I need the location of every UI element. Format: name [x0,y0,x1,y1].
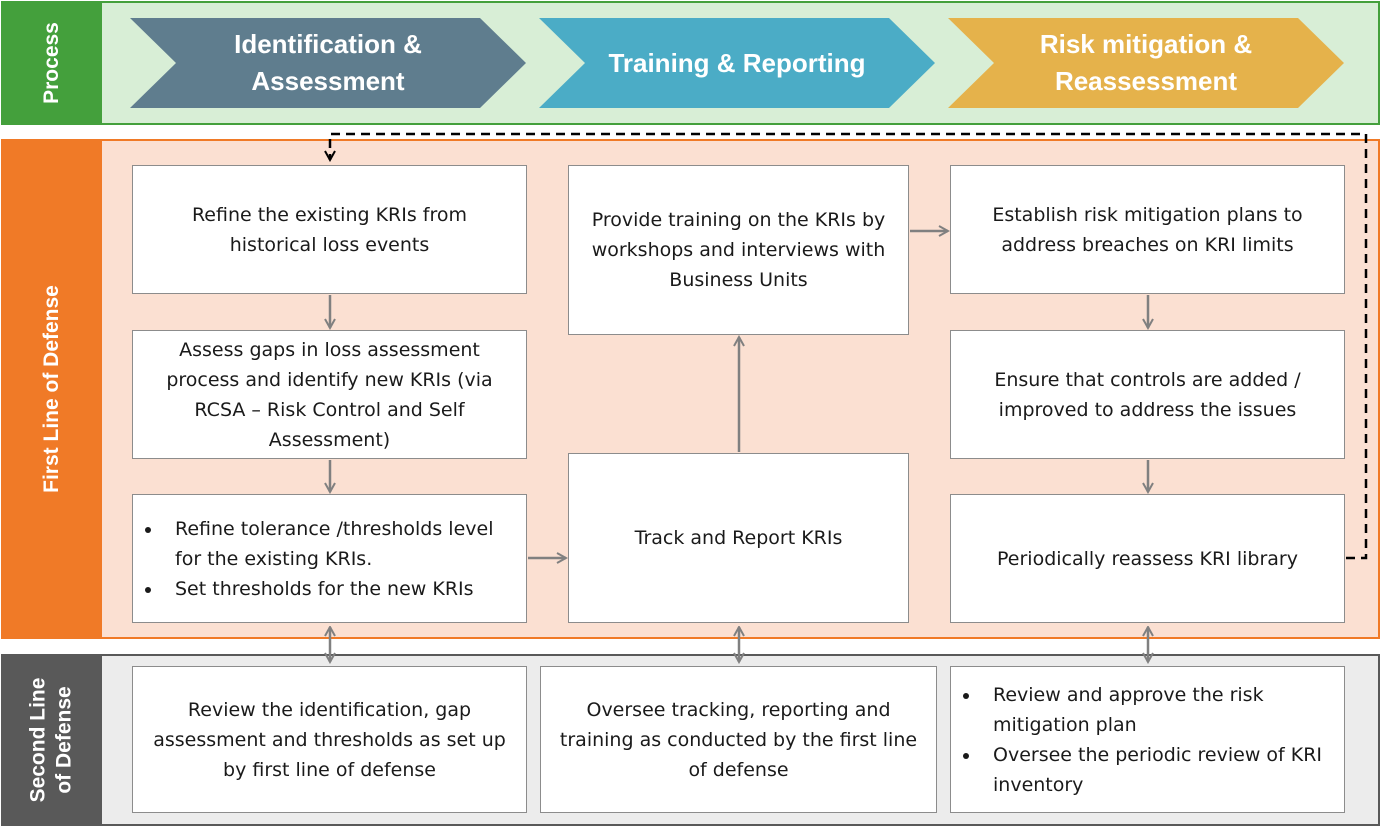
assess-gaps-text: Assess gaps in loss assessment process a… [166,338,493,451]
stage-label-training: Training & Reporting [608,47,866,78]
reassess-library-box: Periodically reassess KRI library [950,494,1345,623]
second-line-band-label-bg: Second Line of Defense [1,654,102,826]
oversee-tracking-box: Oversee tracking, reporting and training… [540,666,937,813]
provide-training-text: Provide training on the KRIs by workshop… [591,209,886,291]
assess-gaps-box: Assess gaps in loss assessment process a… [132,330,527,459]
ensure-controls-box: Ensure that controls are added / improve… [950,330,1345,459]
establish-plans-box: Establish risk mitigation plans to addre… [950,165,1345,294]
establish-plans-text: Establish risk mitigation plans to addre… [992,203,1303,256]
first-line-band-label-bg: First Line of Defense [1,139,102,639]
review-approve-box: Review and approve the risk mitigation p… [950,666,1345,813]
thresholds-list: Refine tolerance /thresholds level for t… [133,514,512,604]
review-identification-box: Review the identification, gap assessmen… [132,666,527,813]
thresholds-item: Refine tolerance /thresholds level for t… [163,514,512,574]
track-report-box: Track and Report KRIs [568,453,909,623]
refine-existing-kris-text: Refine the existing KRIs from historical… [191,203,468,256]
first-line-label: First Line of Defense [39,285,63,493]
refine-existing-kris-box: Refine the existing KRIs from historical… [132,165,527,294]
stage-label-identification: Identification & Assessment [234,29,422,96]
reassess-library-text: Periodically reassess KRI library [997,547,1298,570]
process-band-label-bg: Process [1,1,102,125]
review-approve-item: Oversee the periodic review of KRI inven… [981,740,1330,800]
thresholds-box: Refine tolerance /thresholds level for t… [132,494,527,623]
ensure-controls-text: Ensure that controls are added / improve… [994,368,1301,421]
track-report-text: Track and Report KRIs [634,527,843,549]
provide-training-box: Provide training on the KRIs by workshop… [568,165,909,335]
review-identification-text: Review the identification, gap assessmen… [153,698,506,781]
thresholds-item: Set thresholds for the new KRIs [163,574,512,604]
review-approve-list: Review and approve the risk mitigation p… [951,680,1330,800]
second-line-label: Second Line of Defense [26,677,76,803]
review-approve-item: Review and approve the risk mitigation p… [981,680,1330,740]
process-label: Process [39,22,63,104]
stage-label-mitigation: Risk mitigation & Reassessment [1039,29,1253,96]
oversee-tracking-text: Oversee tracking, reporting and training… [559,698,918,781]
